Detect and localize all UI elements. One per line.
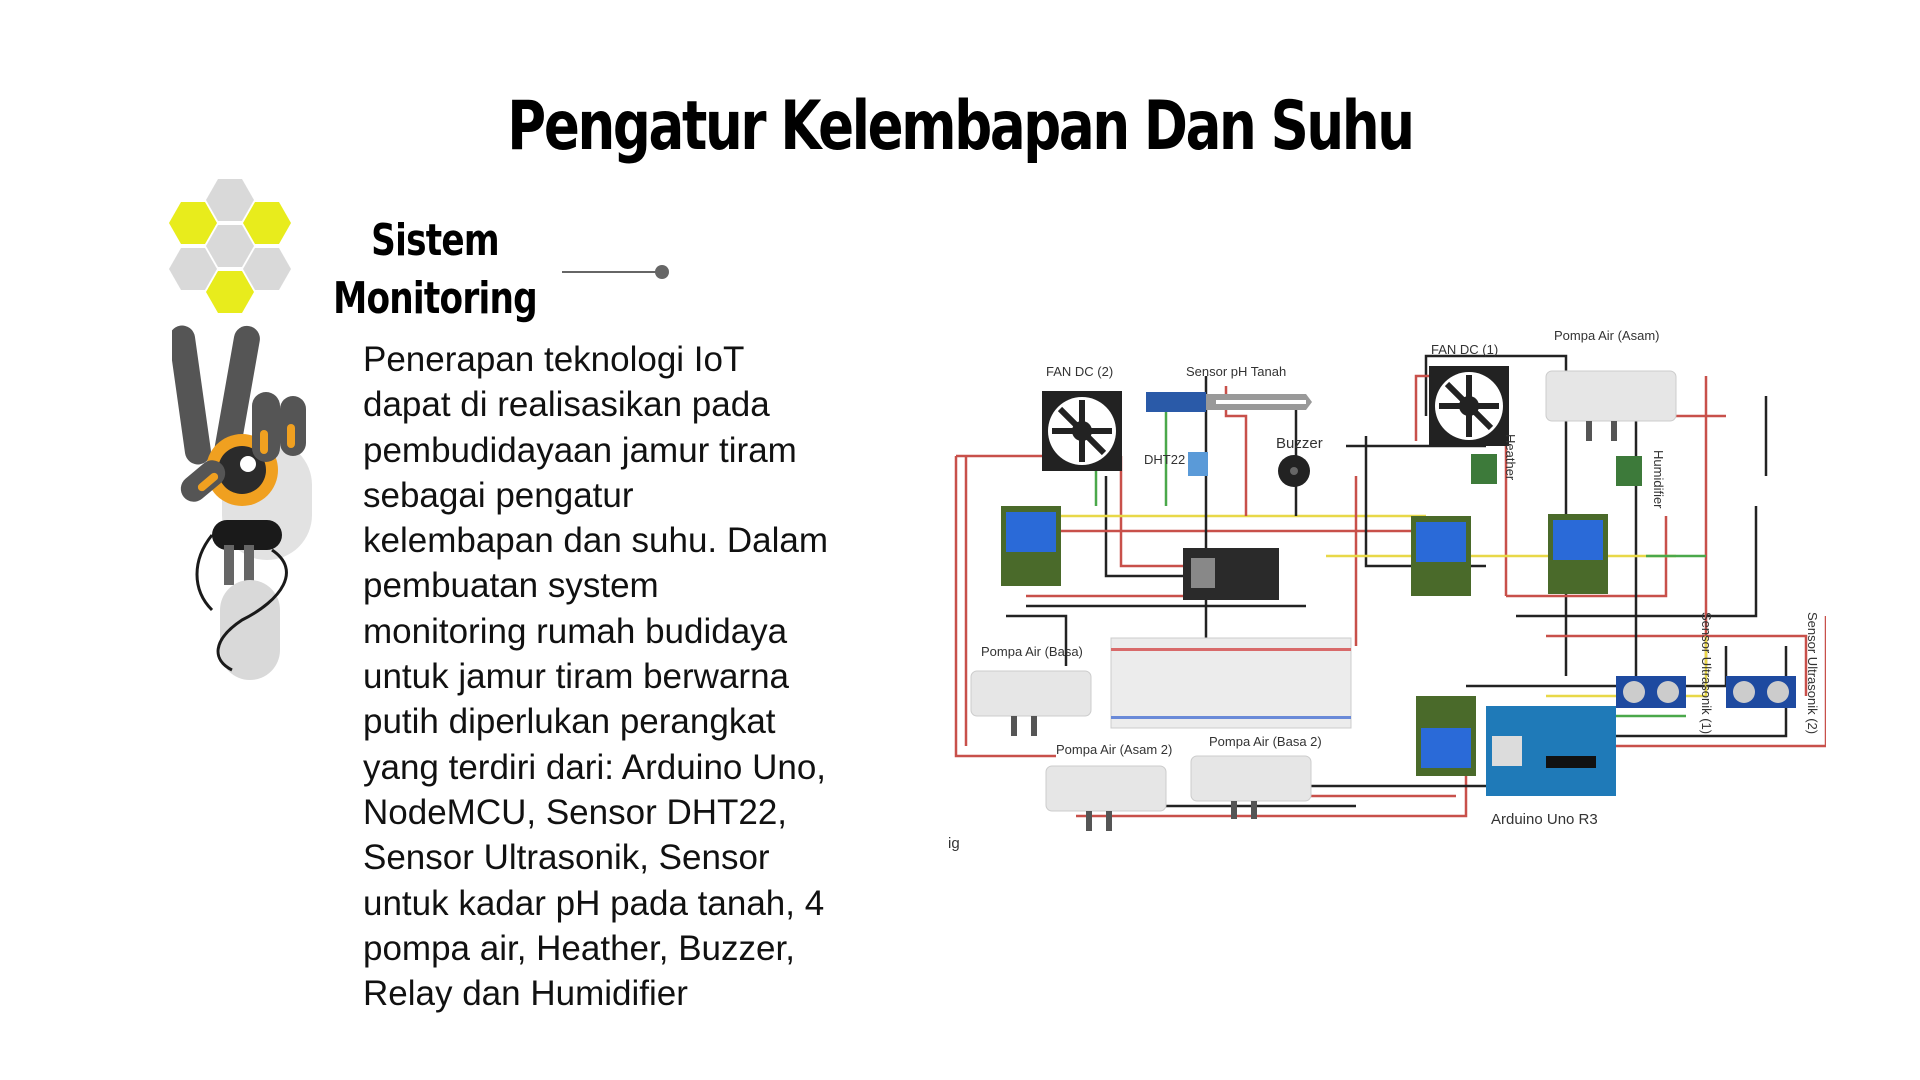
body-paragraph: Penerapan teknologi IoT dapat di realisa… [363, 340, 829, 1014]
ultrasonic-sensor-icon [1726, 676, 1796, 708]
label-ultrasonik-1: Sensor Ultrasonik (1) [1699, 612, 1714, 734]
label-pompa-asam: Pompa Air (Asam) [1554, 328, 1659, 343]
hexagon-icon [169, 202, 217, 244]
label-sensor-ph: Sensor pH Tanah [1186, 364, 1286, 379]
robot-peace-illustration [172, 325, 312, 680]
nodemcu-board-icon [1183, 548, 1279, 600]
hexagon-icon [243, 202, 291, 244]
hexagon-icon [243, 248, 291, 290]
label-pompa-asam-2: Pompa Air (Asam 2) [1056, 742, 1172, 757]
fan-dc-2-icon [1042, 391, 1122, 471]
heater-module-icon [1471, 454, 1497, 484]
label-fragment: ig [948, 835, 960, 852]
circuit-diagram: FAN DC (2) FAN DC (1) Sensor pH Tanah Po… [948, 328, 1826, 852]
hexagon-icon [206, 225, 254, 267]
slide-title: Pengatur Kelembapan Dan Suhu [507, 87, 1415, 166]
water-pump-icon [970, 670, 1092, 736]
humidifier-module-icon [1616, 456, 1642, 486]
relay-module-icon [1411, 516, 1471, 596]
relay-module-icon [1001, 506, 1061, 586]
buzzer-icon [1278, 455, 1310, 487]
water-pump-icon [1190, 755, 1312, 819]
connector-line [562, 265, 669, 279]
label-dht22: DHT22 [1144, 452, 1185, 467]
water-pump-icon [1545, 370, 1677, 441]
hexagon-icon [206, 179, 254, 221]
label-ultrasonik-2: Sensor Ultrasonik (2) [1805, 612, 1820, 734]
arduino-board-icon [1486, 706, 1616, 796]
dht22-sensor-icon [1188, 452, 1208, 476]
label-heather: Heather [1503, 434, 1518, 481]
fan-dc-1-icon [1429, 366, 1509, 446]
label-pompa-basa: Pompa Air (Basa) [981, 644, 1083, 659]
water-pump-icon [1045, 765, 1167, 831]
section-subtitle: Sistem Monitoring [333, 215, 538, 324]
ph-sensor-icon [1146, 392, 1312, 412]
label-buzzer: Buzzer [1276, 435, 1323, 452]
label-humidifier: Humidifier [1651, 450, 1666, 509]
relay-module-icon [1548, 514, 1608, 594]
label-fan-dc-2: FAN DC (2) [1046, 364, 1113, 379]
hexagon-icon [169, 248, 217, 290]
robot-hand-icon [172, 325, 312, 680]
label-fan-dc-1: FAN DC (1) [1431, 342, 1498, 357]
ultrasonic-sensor-icon [1616, 676, 1686, 708]
honeycomb-decoration [169, 179, 291, 313]
label-pompa-basa-2: Pompa Air (Basa 2) [1209, 734, 1322, 749]
hexagon-icon [206, 271, 254, 313]
breadboard-icon [1110, 637, 1352, 729]
relay-module-icon [1416, 696, 1476, 776]
label-arduino: Arduino Uno R3 [1491, 811, 1598, 828]
